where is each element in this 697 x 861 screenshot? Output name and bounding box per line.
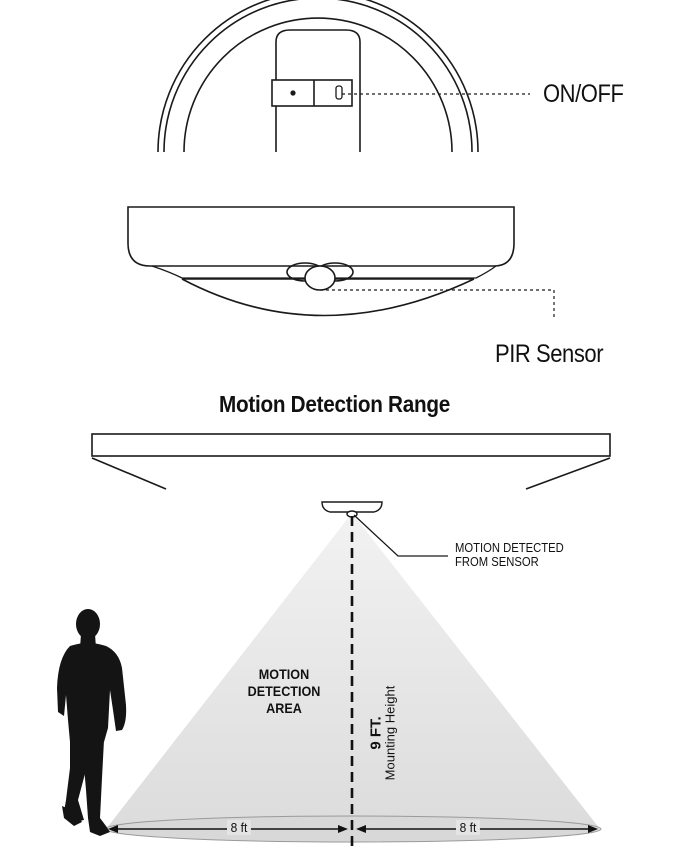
diagram-title: Motion Detection Range [219, 391, 450, 417]
detection-area-label: MOTION DETECTION AREA [239, 666, 329, 717]
detection-cone [106, 513, 600, 829]
motion-detected-line2: FROM SENSOR [455, 555, 539, 569]
switch-dot [290, 90, 296, 96]
mounting-height-label: 9 FT. Mounting Height [367, 685, 398, 781]
left-range-label: 8 ft [227, 820, 251, 835]
mounted-fixture [321, 501, 383, 518]
fixture-top-view [157, 0, 479, 153]
fixture-outer-rim [157, 0, 479, 153]
fixture-inner-ring [183, 17, 453, 153]
area-line1: MOTION [258, 666, 310, 682]
area-line2: DETECTION [247, 683, 321, 699]
right-arrowhead-inner [356, 825, 366, 833]
right-range-label: 8 ft [456, 820, 480, 835]
motion-detected-leader-line [353, 514, 448, 557]
fixture-outer-rim-inner [163, 0, 473, 153]
ceiling [91, 433, 611, 490]
on-off-switch [271, 79, 353, 107]
mounted-fixture-body [321, 501, 383, 513]
fixture-side-view [127, 206, 515, 317]
fixture-body [127, 206, 515, 267]
mounting-height-caption: Mounting Height [382, 685, 398, 781]
pir-sensor-leader-line [320, 289, 555, 318]
ceiling-slab [91, 433, 611, 457]
fixture-dome [181, 278, 475, 317]
person-left-shoe [62, 806, 82, 826]
pir-sensor-label: PIR Sensor [495, 340, 604, 368]
ceiling-right-edge [525, 457, 611, 490]
mounting-height-value: 9 FT. [367, 716, 385, 750]
pir-lens-center [304, 265, 336, 291]
motion-detected-line1: MOTION DETECTED [455, 541, 564, 555]
person-torso [57, 643, 127, 742]
left-arrowhead-inner [338, 825, 348, 833]
on-off-label: ON/OFF [543, 80, 624, 108]
person-silhouette [57, 609, 127, 836]
person-head [76, 609, 100, 639]
right-arrowhead-outer [588, 825, 598, 833]
switch-toggle [335, 85, 343, 100]
person-left-leg [64, 740, 86, 822]
switch-housing [275, 29, 361, 152]
left-arrowhead-outer [108, 825, 118, 833]
person-right-leg [84, 740, 110, 836]
motion-detected-label: MOTION DETECTED FROM SENSOR [455, 541, 564, 569]
area-line3: AREA [266, 700, 302, 716]
ceiling-left-edge [91, 457, 167, 490]
